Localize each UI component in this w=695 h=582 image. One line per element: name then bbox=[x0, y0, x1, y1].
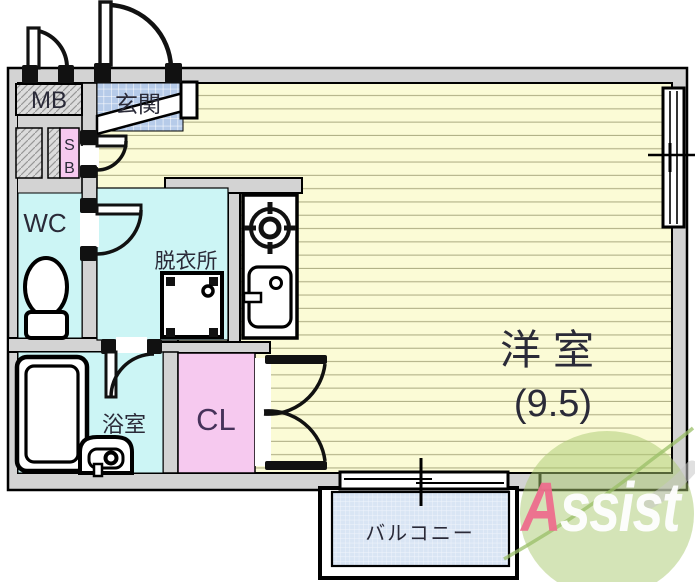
closet-door-arc-top bbox=[263, 363, 327, 416]
washer-corner bbox=[166, 328, 175, 337]
label-sb-s: S bbox=[64, 137, 75, 154]
label-bath: 浴室 bbox=[102, 412, 146, 437]
door-jamb bbox=[80, 246, 97, 261]
label-balcony: バルコニー bbox=[365, 523, 475, 545]
door-jamb bbox=[80, 198, 97, 213]
wall-kitchen-vertical bbox=[227, 192, 241, 344]
door-jamb bbox=[147, 339, 162, 354]
shaft-box-1 bbox=[15, 127, 43, 179]
label-genkan: 玄関 bbox=[115, 91, 161, 117]
wc-door-arc bbox=[96, 209, 143, 256]
label-closet: CL bbox=[196, 402, 236, 437]
label-wc: WC bbox=[23, 208, 66, 238]
toilet-bowl-icon bbox=[23, 256, 69, 318]
toilet-tank-icon bbox=[24, 310, 69, 340]
bathtub-inner bbox=[24, 364, 80, 464]
label-main-room: 洋室 bbox=[500, 327, 606, 373]
washer-corner bbox=[209, 277, 218, 286]
washbasin-tap-icon bbox=[92, 462, 104, 478]
assist-logo: Assist bbox=[503, 426, 695, 582]
label-main-size: (9.5) bbox=[514, 383, 592, 425]
bathtub-icon bbox=[14, 354, 90, 474]
label-dressing: 脱衣所 bbox=[155, 250, 218, 273]
meter-box bbox=[15, 83, 83, 116]
sink-faucet-icon bbox=[242, 291, 263, 304]
mb-door-leaf bbox=[26, 26, 41, 70]
stove-burner-inner-icon bbox=[258, 216, 282, 240]
bath-door-gap bbox=[116, 337, 147, 353]
door-jamb bbox=[80, 130, 97, 145]
door-jamb bbox=[80, 165, 97, 178]
shoe-box bbox=[59, 127, 80, 179]
label-sb-b: B bbox=[64, 160, 75, 177]
wc-door-gap bbox=[80, 213, 99, 247]
closet-door-arc-bottom bbox=[263, 409, 327, 462]
door-jamb bbox=[58, 65, 74, 83]
logo-text: Assist bbox=[519, 468, 682, 546]
washbasin-inner bbox=[87, 447, 125, 470]
closet-door-leaf-bottom bbox=[265, 461, 327, 470]
hall-door-leaf bbox=[95, 134, 128, 148]
logo-gray-swoosh bbox=[643, 460, 695, 509]
washer-corner bbox=[166, 277, 175, 286]
logo-leaf-vein bbox=[503, 426, 695, 561]
door-jamb bbox=[101, 339, 116, 354]
mb-door-arc bbox=[38, 29, 70, 69]
logo-leaf-ellipse bbox=[520, 431, 694, 582]
closet-door-leaf-top bbox=[265, 355, 327, 364]
closet-opening bbox=[255, 358, 271, 466]
front-door-leaf bbox=[98, 0, 113, 67]
entrance-door-leaf bbox=[179, 80, 199, 120]
label-mb: MB bbox=[31, 87, 67, 114]
sink-drain-icon bbox=[269, 276, 283, 290]
front-door-arc bbox=[110, 2, 174, 68]
washer-corner bbox=[209, 328, 218, 337]
door-jamb bbox=[165, 63, 182, 83]
bath-door-arc bbox=[109, 352, 155, 398]
balcony-sliding-door bbox=[338, 470, 510, 491]
washbasin-drain-icon bbox=[103, 450, 119, 466]
wc-door-leaf bbox=[95, 203, 143, 216]
logo-text-rest: ssist bbox=[560, 468, 683, 546]
door-jamb bbox=[94, 63, 111, 83]
wall-bath-right bbox=[162, 351, 179, 474]
shaft-box-2 bbox=[47, 127, 61, 179]
right-window bbox=[661, 86, 686, 229]
hall-door-gap bbox=[80, 146, 99, 167]
washer-drain-icon bbox=[201, 284, 215, 298]
logo-text-a: A bbox=[519, 468, 559, 546]
hall-door-arc bbox=[96, 140, 128, 172]
door-jamb bbox=[22, 65, 38, 83]
